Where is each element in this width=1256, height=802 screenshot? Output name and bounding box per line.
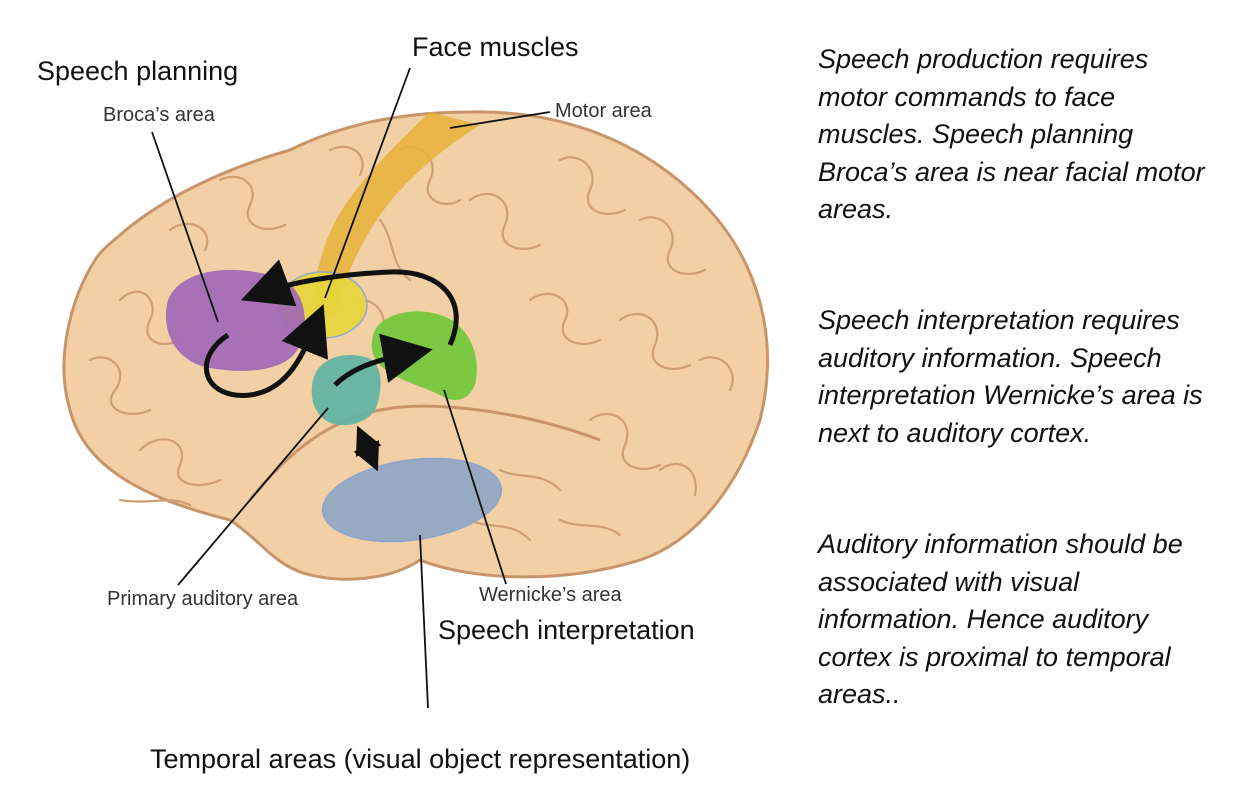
label-brocas-area: Broca’s area bbox=[103, 104, 215, 126]
note-auditory-visual-association: Auditory information should be associate… bbox=[818, 529, 1183, 709]
arrow-wernicke-to-broca bbox=[240, 259, 459, 347]
note-speech-production: Speech production requires motor command… bbox=[818, 44, 1205, 224]
sylvian-fissure bbox=[248, 404, 601, 501]
label-speech-interpretation: Speech interpretation bbox=[438, 615, 695, 645]
arrow-auditory-temporal bbox=[353, 425, 382, 472]
label-face-muscles: Face muscles bbox=[412, 32, 579, 62]
arrow-broca-to-face-motor bbox=[203, 304, 328, 398]
leader-lines bbox=[151, 67, 551, 709]
label-temporal-areas: Temporal areas (visual object representa… bbox=[150, 744, 691, 774]
temporal-areas-region bbox=[321, 457, 503, 543]
label-motor-area: Motor area bbox=[555, 100, 652, 122]
primary-auditory-region bbox=[311, 354, 381, 426]
label-primary-auditory-area: Primary auditory area bbox=[107, 588, 299, 610]
arrow-auditory-to-wernicke bbox=[333, 333, 433, 387]
label-wernickes-area: Wernicke’s area bbox=[479, 584, 622, 606]
label-speech-planning: Speech planning bbox=[37, 56, 239, 86]
note-speech-interpretation: Speech interpretation requires auditory … bbox=[818, 305, 1203, 448]
